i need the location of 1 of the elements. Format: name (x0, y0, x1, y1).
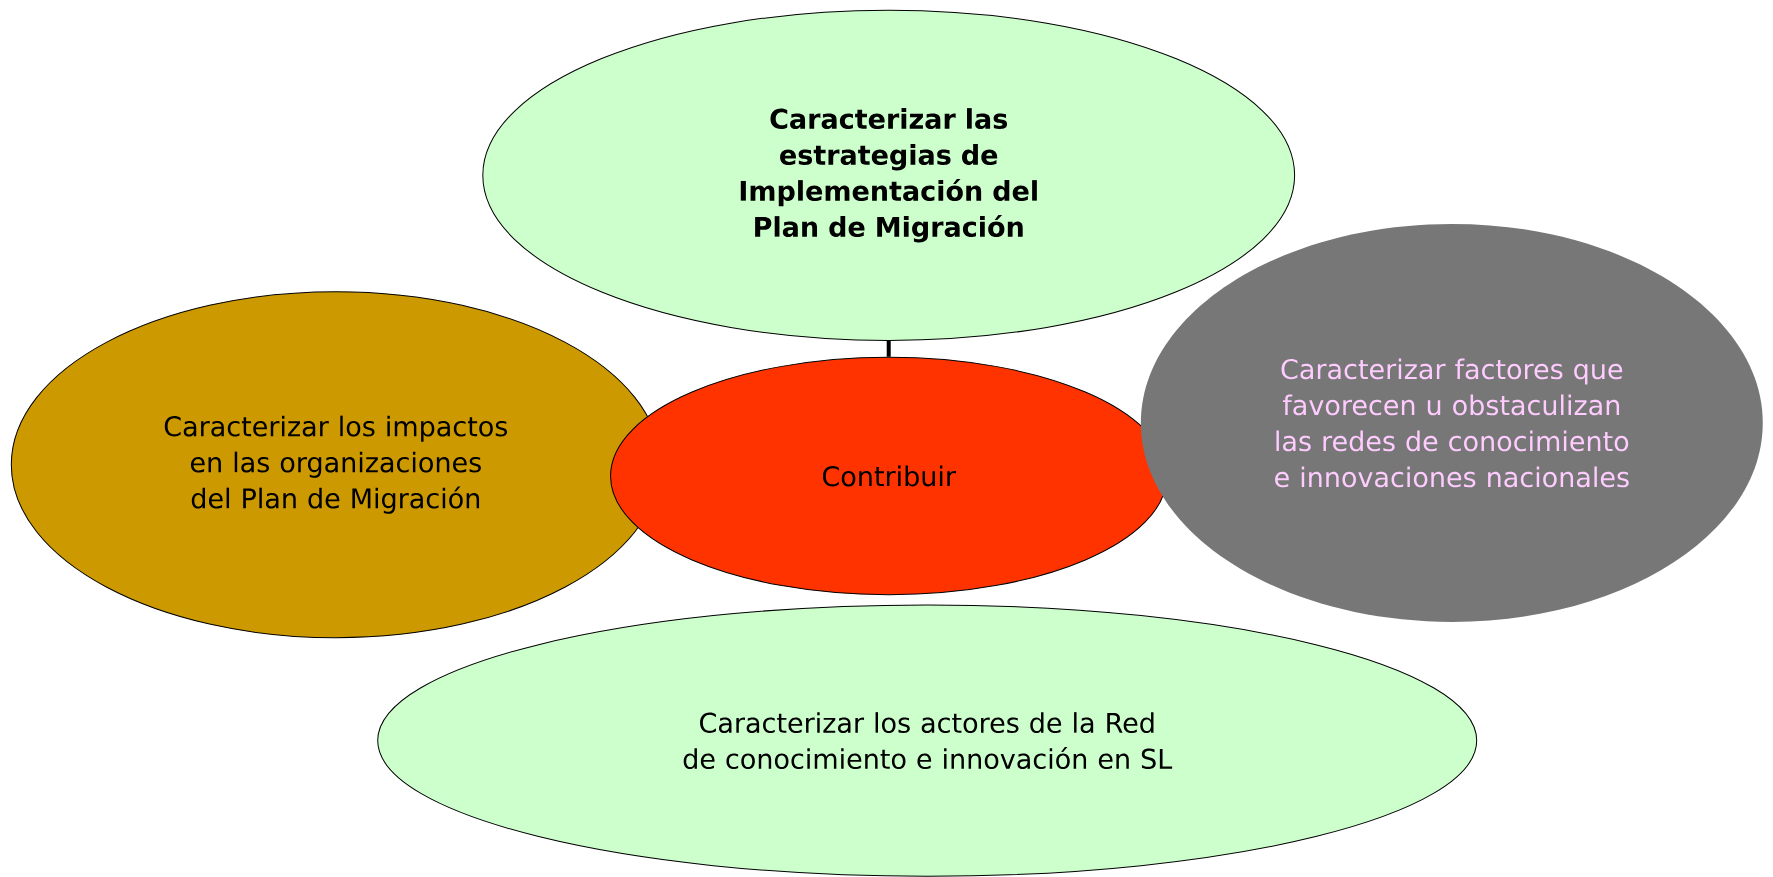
connector-line (886, 340, 891, 357)
